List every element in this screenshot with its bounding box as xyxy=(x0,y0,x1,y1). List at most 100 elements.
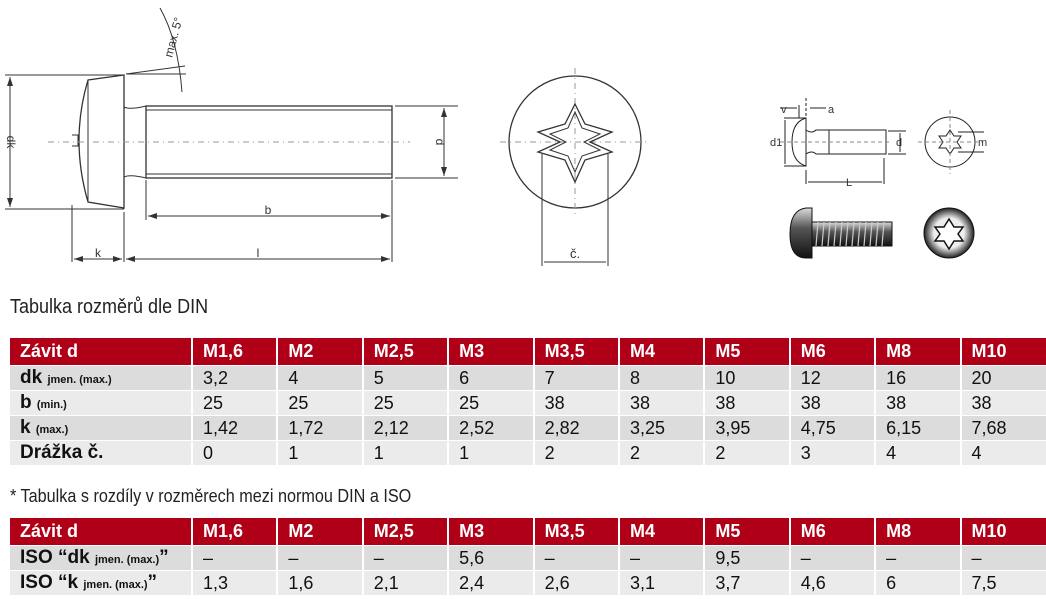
header-cell: M2,5 xyxy=(361,518,449,546)
table-cell: 38 xyxy=(959,390,1046,416)
table-cell: 5,6 xyxy=(447,545,534,571)
table-cell: 5 xyxy=(361,365,449,391)
table-cell: 6 xyxy=(447,365,534,391)
row-label-close: ” xyxy=(147,572,158,593)
table-cell: 2,1 xyxy=(361,570,449,595)
table-cell: 3 xyxy=(788,440,876,465)
table-cell: 2 xyxy=(703,440,790,465)
table-cell: 1,3 xyxy=(190,570,278,595)
table-cell: 6,15 xyxy=(874,415,961,441)
header-cell: M2 xyxy=(276,338,363,366)
table-cell: 1,72 xyxy=(276,415,363,441)
row-label: b (min.) xyxy=(10,390,192,416)
table-cell: – xyxy=(788,545,876,571)
table-cell: 1 xyxy=(447,440,534,465)
label-d: d xyxy=(433,139,447,146)
header-cell: M6 xyxy=(788,338,876,366)
label-dk: dk xyxy=(4,136,18,150)
label-d: d xyxy=(896,137,902,149)
torx-schematic xyxy=(780,98,984,184)
row-label: ISO “k jmen. (max.)” xyxy=(10,570,192,595)
table-cell: 9,5 xyxy=(703,545,790,571)
table-cell: 1,42 xyxy=(190,415,278,441)
row-label-main: b xyxy=(20,392,32,413)
table-cell: 2,4 xyxy=(447,570,534,595)
table-cell: – xyxy=(276,545,363,571)
table-cell: 38 xyxy=(703,390,790,416)
table-cell: 3,7 xyxy=(703,570,790,595)
table-cell: 7,68 xyxy=(959,415,1046,441)
table-cell: – xyxy=(532,545,619,571)
header-cell: M3 xyxy=(447,338,534,366)
table-cell: 0 xyxy=(190,440,278,465)
header-cell: M2,5 xyxy=(361,338,449,366)
table-cell: 38 xyxy=(532,390,619,416)
label-k: k xyxy=(95,246,102,260)
table-cell: 25 xyxy=(276,390,363,416)
label-l: l xyxy=(257,246,260,260)
label-b: b xyxy=(265,203,272,217)
table-cell: – xyxy=(874,545,961,571)
table-cell: 1 xyxy=(276,440,363,465)
table-cell: 38 xyxy=(874,390,961,416)
table-cell: 4,75 xyxy=(788,415,876,441)
row-label-main: ISO “k xyxy=(20,572,79,593)
table-title: Tabulka rozměrů dle DIN xyxy=(10,296,209,318)
table-cell: 3,25 xyxy=(617,415,705,441)
side-view-drawing xyxy=(5,7,458,262)
row-label-sub: jmen. (max.) xyxy=(47,374,112,386)
row-label: ISO “dk jmen. (max.)” xyxy=(10,545,192,571)
table-row: ISO “dk jmen. (max.)”–––5,6––9,5––– xyxy=(10,545,1046,571)
table-cell: 3,1 xyxy=(617,570,705,595)
row-label: Drážka č. xyxy=(10,440,192,465)
table-cell: 4 xyxy=(874,440,961,465)
table-cell: 8 xyxy=(617,365,705,391)
table-cell: 25 xyxy=(361,390,449,416)
table-cell: 12 xyxy=(788,365,876,391)
screw-photo xyxy=(789,207,975,259)
header-cell: M1,6 xyxy=(190,338,278,366)
header-cell: M3 xyxy=(447,518,534,546)
row-label: k (max.) xyxy=(10,415,192,441)
header-cell: M1,6 xyxy=(190,518,278,546)
table-cell: 2,52 xyxy=(447,415,534,441)
header-cell: M5 xyxy=(703,338,790,366)
row-label-main: ISO “dk xyxy=(20,547,90,568)
table-cell: 1,6 xyxy=(276,570,363,595)
row-label-main: dk xyxy=(20,367,43,388)
header-cell: M8 xyxy=(874,338,961,366)
header-cell: M3,5 xyxy=(532,338,619,366)
table-note: * Tabulka s rozdíly v rozměrech mezi nor… xyxy=(10,486,412,506)
table-cell: 38 xyxy=(617,390,705,416)
row-label-sub: (max.) xyxy=(35,424,69,436)
label-a: a xyxy=(828,104,835,116)
label-L: L xyxy=(846,177,852,189)
header-cell: M4 xyxy=(617,338,705,366)
table-cell: 7,5 xyxy=(959,570,1046,595)
label-slot: č. xyxy=(570,246,580,261)
top-view-drawing xyxy=(500,68,650,266)
row-label-main: k xyxy=(20,417,31,438)
table-cell: 38 xyxy=(788,390,876,416)
row-label-main: Drážka č. xyxy=(20,442,104,463)
row-label: dk jmen. (max.) xyxy=(10,365,192,391)
label-angle: max. 5° xyxy=(161,16,185,59)
table-cell: – xyxy=(959,545,1046,571)
header-cell: M10 xyxy=(959,338,1046,366)
row-label-sub: jmen. (max.) xyxy=(83,579,148,591)
table-cell: 4,6 xyxy=(788,570,876,595)
header-cell: M6 xyxy=(788,518,876,546)
row-label-close: ” xyxy=(159,547,169,568)
label-m: m xyxy=(978,137,987,149)
table-cell: 16 xyxy=(874,365,961,391)
table-cell: 2,6 xyxy=(532,570,619,595)
row-label-sub: jmen. (max.) xyxy=(94,554,160,566)
table-cell: 2,12 xyxy=(361,415,449,441)
